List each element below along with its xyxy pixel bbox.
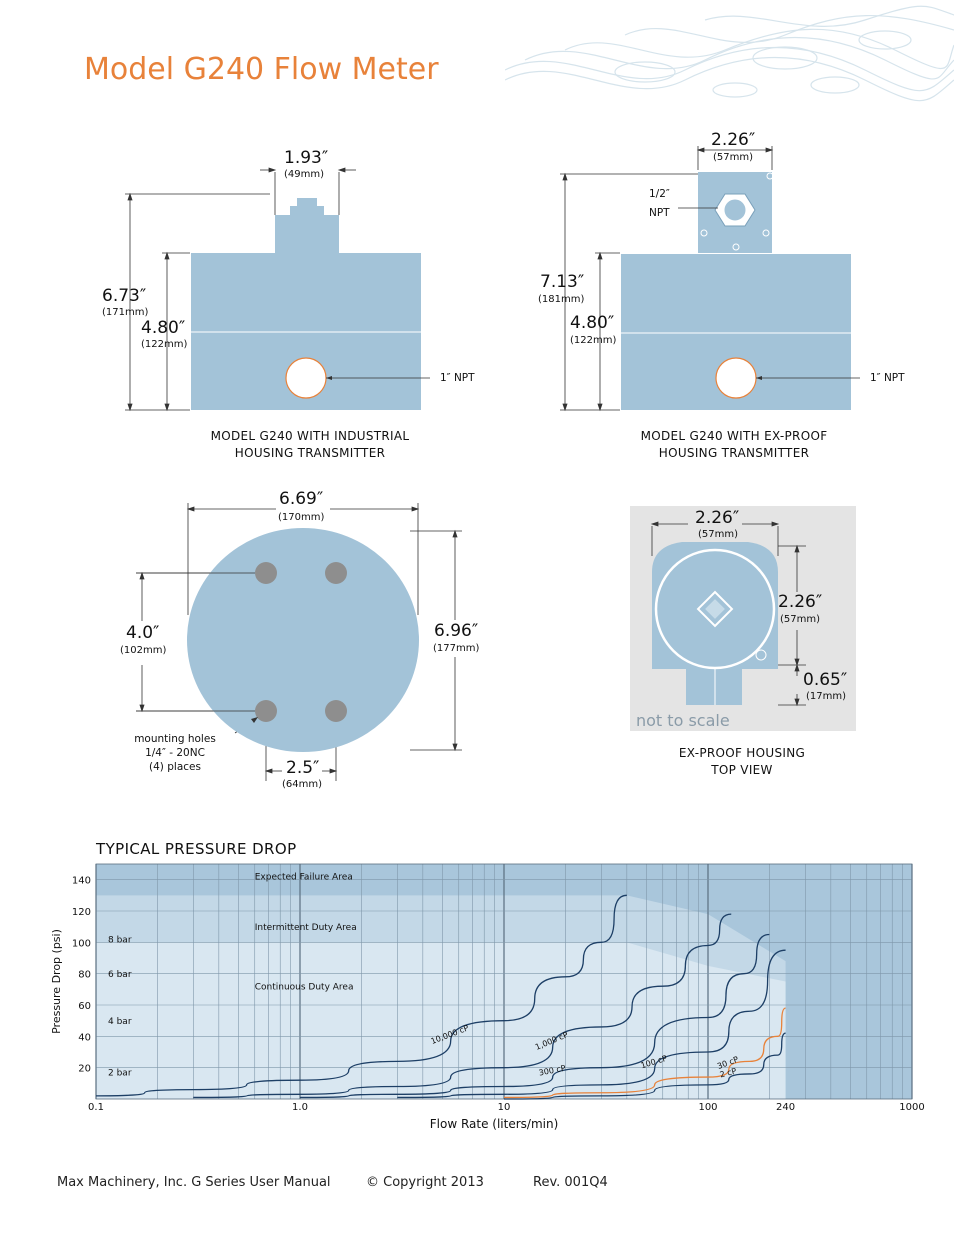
y-tick-label: 20 bbox=[78, 1064, 91, 1075]
exproof-housing-drawing bbox=[560, 146, 860, 412]
flange-height-in: 6.96″ bbox=[434, 621, 479, 641]
exproof-caption: MODEL G240 WITH EX-PROOF HOUSING TRANSMI… bbox=[584, 428, 884, 462]
y-tick-label: 60 bbox=[78, 1001, 91, 1012]
exproof-width-mm: (57mm) bbox=[713, 152, 754, 163]
exproof-conduit-line1: 1/2″ bbox=[649, 188, 670, 200]
continuous-duty-region bbox=[96, 942, 786, 1099]
footer-manual: Max Machinery, Inc. G Series User Manual bbox=[57, 1175, 331, 1190]
topview-drawing bbox=[630, 506, 856, 731]
industrial-caption: MODEL G240 WITH INDUSTRIAL HOUSING TRANS… bbox=[160, 428, 460, 462]
y-tick-label: 40 bbox=[78, 1032, 91, 1043]
footer-revision: Rev. 001Q4 bbox=[533, 1175, 608, 1190]
y-axis-label: Pressure Drop (psi) bbox=[50, 929, 63, 1034]
topview-caption: EX-PROOF HOUSING TOP VIEW bbox=[612, 745, 872, 779]
page-title: Model G240 Flow Meter bbox=[84, 52, 439, 87]
mounting-holes-line1: mounting holes bbox=[134, 733, 216, 745]
y-tick-label: 80 bbox=[78, 970, 91, 981]
chart-series bbox=[95, 894, 786, 1100]
series-label: 2 cP bbox=[719, 1066, 738, 1079]
series-line bbox=[95, 894, 627, 1097]
topview-caption-line1: EX-PROOF HOUSING bbox=[678, 746, 806, 760]
flange-width-in: 6.69″ bbox=[279, 489, 324, 509]
flange-width-mm: (170mm) bbox=[278, 512, 325, 523]
y-tick-label: 120 bbox=[72, 907, 91, 918]
exproof-total-mm: (181mm) bbox=[538, 294, 585, 305]
flange-hole-v-in: 4.0″ bbox=[126, 623, 160, 643]
bar-label: 4 bar bbox=[108, 1017, 132, 1027]
topview-caption-line2: TOP VIEW bbox=[711, 763, 773, 777]
bar-label: 6 bar bbox=[108, 970, 132, 980]
x-tick-label: 10 bbox=[498, 1102, 511, 1113]
region-label: Continuous Duty Area bbox=[255, 982, 354, 992]
mounting-holes-line3: (4) places bbox=[149, 761, 201, 773]
bar-label: 2 bar bbox=[108, 1069, 132, 1079]
industrial-port-label: 1″ NPT bbox=[440, 372, 475, 384]
flange-hole-h-in: 2.5″ bbox=[286, 758, 320, 778]
chart-labels: 20 40 60 80 100 120 140 0.1 1.0 10 100 240 1000 2 bar… bbox=[50, 873, 925, 1131]
x-tick-label: 100 bbox=[698, 1102, 717, 1113]
chart-title: TYPICAL PRESSURE DROP bbox=[96, 840, 297, 858]
series-line bbox=[503, 1007, 786, 1099]
exproof-conduit-line2: NPT bbox=[649, 207, 670, 219]
x-tick-label: 1.0 bbox=[292, 1102, 308, 1113]
flange-hole-v-mm: (102mm) bbox=[120, 645, 167, 656]
bar-label: 8 bar bbox=[108, 935, 132, 945]
exproof-port-label: 1″ NPT bbox=[870, 372, 905, 384]
industrial-total-in: 6.73″ bbox=[102, 286, 147, 306]
industrial-width-in: 1.93″ bbox=[284, 148, 329, 168]
mounting-holes-note: mounting holes 1/4″ - 20NC (4) places bbox=[120, 732, 230, 774]
industrial-caption-line1: MODEL G240 WITH INDUSTRIAL bbox=[210, 429, 410, 443]
exproof-width-in: 2.26″ bbox=[711, 130, 756, 150]
topview-offset-in: 0.65″ bbox=[803, 670, 848, 690]
series-line bbox=[397, 949, 786, 1099]
x-axis-label: Flow Rate (liters/min) bbox=[430, 1117, 559, 1131]
industrial-caption-line2: HOUSING TRANSMITTER bbox=[234, 446, 386, 460]
series-line bbox=[299, 933, 770, 1099]
series-line bbox=[193, 913, 732, 1099]
series-line bbox=[503, 1032, 786, 1100]
flange-height-mm: (177mm) bbox=[433, 643, 480, 654]
exproof-caption-line2: HOUSING TRANSMITTER bbox=[658, 446, 810, 460]
industrial-housing-drawing bbox=[125, 167, 430, 412]
x-tick-label: 1000 bbox=[899, 1102, 924, 1113]
topview-width-mm: (57mm) bbox=[698, 529, 739, 540]
region-label: Intermittent Duty Area bbox=[255, 923, 357, 933]
topview-width-in: 2.26″ bbox=[695, 508, 740, 528]
industrial-total-mm: (171mm) bbox=[102, 307, 149, 318]
mounting-holes-line2: 1/4″ - 20NC bbox=[145, 747, 205, 759]
flange-drawing bbox=[136, 503, 462, 781]
flange-hole-h-mm: (64mm) bbox=[282, 779, 323, 790]
industrial-body-mm: (122mm) bbox=[141, 339, 188, 350]
pressure-drop-chart: 20 40 60 80 100 120 140 0.1 1.0 10 100 240 1000 2 bar… bbox=[50, 863, 925, 1131]
exproof-body-in: 4.80″ bbox=[570, 313, 615, 333]
exproof-total-in: 7.13″ bbox=[540, 272, 585, 292]
exproof-body-mm: (122mm) bbox=[570, 335, 617, 346]
exproof-caption-line1: MODEL G240 WITH EX-PROOF bbox=[640, 429, 828, 443]
industrial-width-mm: (49mm) bbox=[284, 169, 325, 180]
industrial-body-in: 4.80″ bbox=[141, 318, 186, 338]
topview-offset-mm: (17mm) bbox=[806, 691, 847, 702]
y-tick-label: 100 bbox=[72, 938, 91, 949]
decorative-wave-pattern bbox=[505, 5, 954, 102]
chart-grid bbox=[95, 863, 913, 1100]
region-label: Expected Failure Area bbox=[255, 873, 353, 883]
y-tick-label: 140 bbox=[72, 876, 91, 887]
footer-copyright: © Copyright 2013 bbox=[366, 1175, 484, 1190]
x-tick-label: 240 bbox=[776, 1102, 795, 1113]
topview-height-in: 2.26″ bbox=[778, 592, 823, 612]
x-tick-label: 0.1 bbox=[88, 1102, 104, 1113]
topview-height-mm: (57mm) bbox=[780, 614, 821, 625]
not-to-scale-note: not to scale bbox=[636, 711, 730, 730]
